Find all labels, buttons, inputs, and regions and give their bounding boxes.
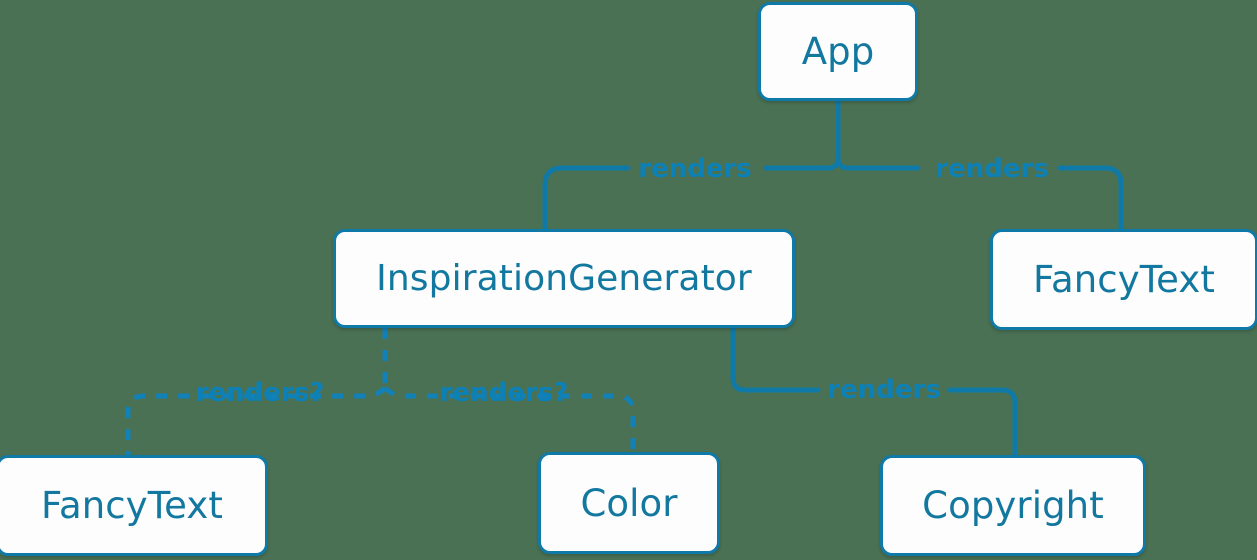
edge-inspiration-fancytext: [125, 386, 387, 455]
edge-app-inspiration: [542, 165, 631, 232]
edge-app-fancytext: [1057, 165, 1124, 232]
edge-label-inspiration-color: renders?: [439, 378, 569, 408]
node-fancytext-right[interactable]: FancyText: [990, 229, 1257, 330]
edge-inspiration-color: [383, 386, 636, 452]
edge-label-app-inspiration: renders: [638, 154, 752, 184]
node-app-label: App: [801, 30, 875, 73]
edge-label-inspiration-copyright: renders: [827, 375, 941, 405]
node-inspiration-generator-label: InspirationGenerator: [376, 257, 752, 299]
node-fancytext-bottom-label: FancyText: [41, 484, 223, 527]
node-color-label: Color: [580, 481, 678, 525]
edge-inspiration-copyright: [730, 325, 1018, 458]
node-fancytext-right-label: FancyText: [1033, 258, 1215, 301]
node-color[interactable]: Color: [538, 452, 720, 554]
edge-label-app-fancytext: renders: [935, 154, 1049, 184]
node-fancytext-bottom[interactable]: FancyText: [0, 455, 268, 556]
node-inspiration-generator[interactable]: InspirationGenerator: [333, 229, 795, 328]
node-copyright-label: Copyright: [922, 484, 1104, 527]
edge-app-to-children: [763, 98, 921, 171]
node-app[interactable]: App: [758, 2, 918, 101]
node-copyright[interactable]: Copyright: [880, 455, 1146, 556]
edge-label-inspiration-fancytext: renders?: [195, 378, 325, 408]
